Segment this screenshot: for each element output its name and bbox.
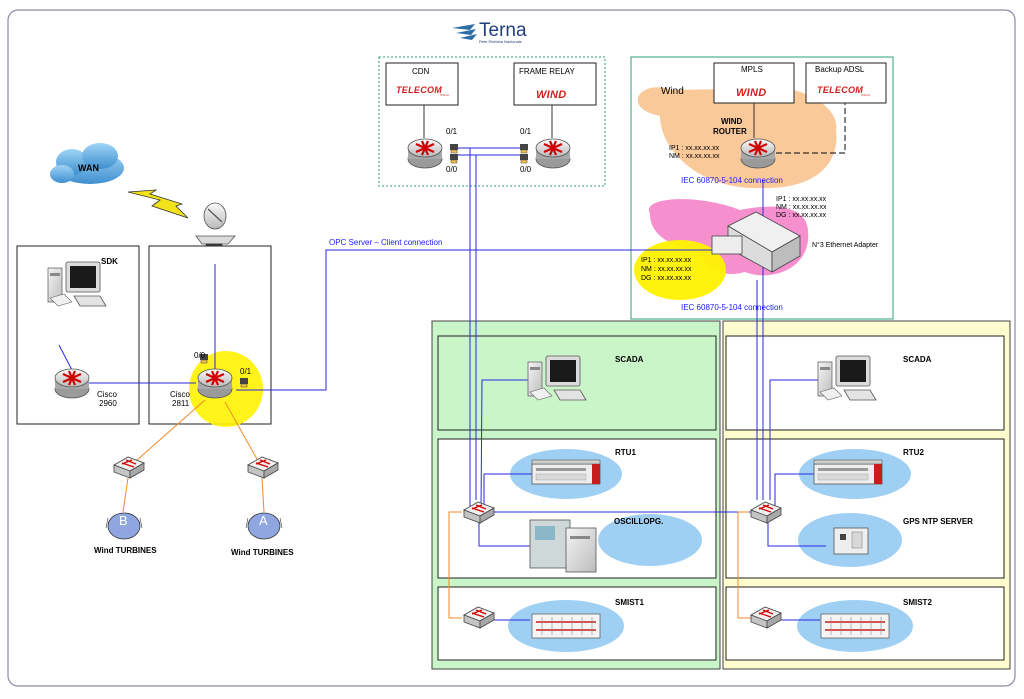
scada1-computer[interactable] — [527, 355, 587, 401]
wan-label: WAN — [78, 163, 99, 173]
mpls-label: MPLS — [741, 65, 763, 74]
telecom-brand-backup: TELECOM — [817, 85, 864, 95]
wind-brand-frame-relay: WIND — [536, 89, 567, 101]
adapter-nm: NM : xx.xx.xx.xx — [776, 204, 827, 211]
smist2-label: SMIST2 — [903, 598, 932, 607]
cisco2811-label-2: 2811 — [172, 399, 190, 408]
cdn-port-01: 0/1 — [446, 127, 458, 136]
rtu2-label: RTU2 — [903, 448, 924, 457]
wind-router-label-1: WIND — [721, 117, 743, 126]
router-frame-relay[interactable] — [534, 137, 572, 170]
blue-links — [58, 147, 826, 621]
oscillo-label: OSCILLOPG. — [614, 517, 664, 526]
wind-router-nm: NM : xx.xx.xx.xx — [669, 153, 720, 160]
router-wind[interactable] — [739, 137, 777, 170]
backup-adsl-label: Backup ADSL — [815, 65, 865, 74]
cdn-box — [385, 62, 459, 106]
adapter-dg: DG : xx.xx.xx.xx — [776, 212, 827, 219]
ethernet-adapter-label: N°3 Ethernet Adapter — [812, 242, 879, 249]
oscillo-device[interactable] — [529, 519, 597, 573]
terna-logo-text: Terna — [479, 20, 527, 41]
cisco2960-label-2: 2960 — [99, 399, 117, 408]
turbine-b-caption: Wind TURBINES — [94, 546, 157, 555]
smist1-label: SMIST1 — [615, 598, 644, 607]
wind-area-label: Wind — [661, 86, 684, 97]
gps-ntp-server-device[interactable] — [833, 527, 869, 555]
backup-link — [776, 103, 846, 154]
rtu1-device[interactable] — [531, 459, 601, 485]
port-01-label: 0/1 — [240, 367, 252, 376]
smist2-device[interactable] — [820, 613, 890, 639]
outer-frame — [7, 9, 1016, 687]
smist1-device[interactable] — [531, 613, 601, 639]
iec-connection-label-1: IEC 60870-5-104 connection — [681, 176, 783, 185]
router-cdn[interactable] — [406, 137, 444, 170]
scada2-computer[interactable] — [817, 355, 877, 401]
router-cisco2811[interactable] — [196, 367, 234, 400]
turbine-a-label: A — [259, 513, 268, 528]
turbine-a-caption: Wind TURBINES — [231, 548, 294, 557]
terna-logo-mark — [452, 24, 477, 40]
scada1-label: SCADA — [615, 355, 644, 364]
port-00-label: 0/0 — [194, 351, 206, 360]
wind-router-ip: IP1 : xx.xx.xx.xx — [669, 145, 720, 152]
gps-ntp-server-label: GPS NTP SERVER — [903, 517, 973, 526]
backup-adsl-box — [805, 62, 887, 104]
sdk-computer[interactable] — [47, 261, 107, 307]
cdn-label: CDN — [412, 67, 430, 76]
carrier-links — [423, 105, 553, 138]
telecom-sub-cdn: ITALIA — [440, 93, 449, 97]
cisco2811-label-1: Cisco — [170, 390, 191, 399]
telecom-sub-backup: ITALIA — [861, 93, 870, 97]
switch-turbine-a[interactable] — [247, 456, 279, 479]
highlight-ip — [634, 240, 726, 300]
wind-area-blob — [637, 87, 837, 189]
fr-port-01: 0/1 — [520, 127, 532, 136]
terna-logo-tagline: Rete Elettrica Nazionale — [479, 39, 522, 44]
opc-connection-label: OPC Server – Client connection — [329, 238, 443, 247]
cdn-port-00: 0/0 — [446, 165, 458, 174]
mpls-box — [713, 62, 795, 104]
wind-turbine-a[interactable] — [245, 512, 283, 540]
fr-port-00: 0/0 — [520, 165, 532, 174]
wind-turbine-b[interactable] — [105, 512, 143, 540]
wireless-link-icon — [127, 189, 189, 219]
sdk-label: SDK — [101, 257, 118, 266]
adapter-ip: IP1 : xx.xx.xx.xx — [776, 196, 827, 203]
iec-connection-label-2: IEC 60870-5-104 connection — [681, 303, 783, 312]
oscillo-blob — [598, 514, 702, 566]
rtu2-device[interactable] — [813, 459, 883, 485]
router-cisco2960[interactable] — [53, 367, 91, 400]
frame-relay-label: FRAME RELAY — [519, 67, 575, 76]
orange-links — [122, 399, 752, 619]
telecom-brand-cdn: TELECOM — [396, 85, 443, 95]
ethernet-adapter[interactable] — [711, 211, 801, 273]
wind-router-label-2: ROUTER — [713, 127, 747, 136]
rtu1-label: RTU1 — [615, 448, 636, 457]
scada2-label: SCADA — [903, 355, 932, 364]
cisco2960-label-1: Cisco — [97, 390, 118, 399]
switch-turbine-b[interactable] — [113, 456, 145, 479]
wan-cloud — [50, 143, 124, 184]
turbine-b-label: B — [119, 513, 128, 528]
wind-brand-mpls: WIND — [736, 87, 767, 99]
yellow-nm: NM : xx.xx.xx.xx — [641, 266, 692, 273]
frame-relay-box — [513, 62, 597, 106]
yellow-ip: IP1 : xx.xx.xx.xx — [641, 257, 692, 264]
yellow-dg: DG : xx.xx.xx.xx — [641, 275, 692, 282]
